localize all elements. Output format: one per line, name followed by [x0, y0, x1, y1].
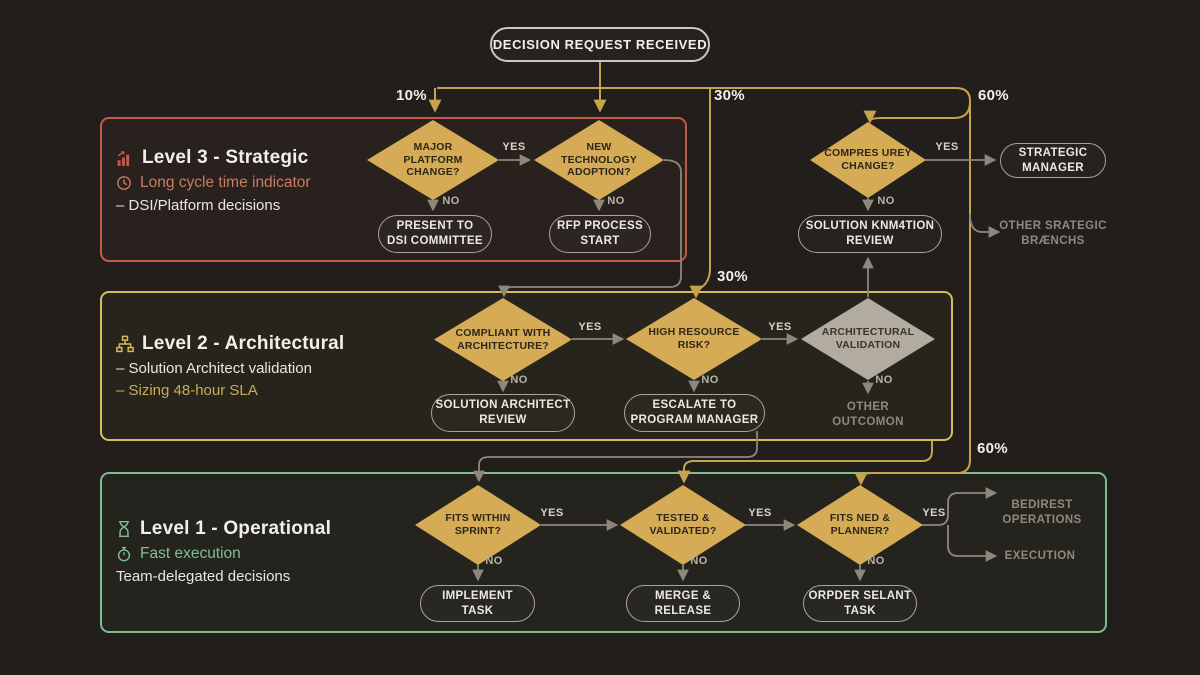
strategic-manager-node: STRATEGIC MANAGER: [1000, 143, 1106, 178]
level2-detail: – Sizing 48-hour SLA: [116, 382, 258, 399]
other-outcomon-text: OTHER OUTCOMON: [832, 401, 904, 428]
other-strategic-branches-text: OTHER SRATEGIC BRÆNCHS: [999, 220, 1107, 247]
start-node: DECISION REQUEST RECEIVED: [490, 27, 710, 62]
no-label-major-platform: NO: [442, 195, 460, 207]
yes-label-tested-to-planner: YES: [748, 507, 772, 519]
no-label-arch-validation: NO: [875, 374, 893, 386]
yes-label-major-to-newtech: YES: [502, 141, 526, 153]
stopwatch-icon: [116, 546, 132, 562]
sitemap-icon: [116, 335, 134, 353]
yes-label-sprint-to-tested: YES: [540, 507, 564, 519]
yes-label-risk-to-validation: YES: [768, 321, 792, 333]
bedirest-operations-text: BEDIREST OPERATIONS: [1002, 499, 1082, 526]
level3-title: Level 3 - Strategic: [142, 147, 309, 168]
level3-detail: – DSI/Platform decisions: [116, 197, 281, 214]
no-label-high-resource: NO: [701, 374, 719, 386]
no-label-compres-urey: NO: [877, 195, 895, 207]
escalate-to-program-manager-node: ESCALATE TO PROGRAM MANAGER: [624, 394, 765, 432]
present-to-dsi-committee-node: PRESENT TO DSI COMMITTEE: [378, 215, 492, 253]
bar-chart-icon: [116, 149, 134, 167]
solution-review-node: SOLUTION KNM4TION REVIEW: [798, 215, 942, 253]
yes-label-compliant-to-risk: YES: [578, 321, 602, 333]
decision-compres-urey-change: COMPRES UREY CHANGE?: [810, 122, 926, 198]
percent-30-top-label: 30%: [714, 87, 745, 104]
level1-detail: Team-delegated decisions: [116, 568, 291, 585]
no-label-compliant: NO: [510, 374, 528, 386]
percent-10-label: 10%: [396, 87, 427, 104]
yes-label-compres-to-manager: YES: [935, 141, 959, 153]
rfp-process-start-node: RFP PROCESS START: [549, 215, 651, 253]
level3-subtitle: Long cycle time indicator: [140, 174, 311, 191]
no-label-fits-sprint: NO: [485, 555, 503, 567]
percent-30-mid-label: 30%: [717, 268, 748, 285]
yes-label-planner-to-outputs: YES: [922, 507, 946, 519]
implement-task-node: IMPLEMENT TASK: [420, 585, 535, 622]
orpder-selant-task-node: ORPDER SELANT TASK: [803, 585, 917, 622]
level2-subtitle: – Solution Architect validation: [116, 360, 312, 377]
level2-title: Level 2 - Architectural: [142, 333, 345, 354]
percent-60-mid-label: 60%: [977, 440, 1008, 457]
no-label-new-technology: NO: [607, 195, 625, 207]
no-label-tested: NO: [690, 555, 708, 567]
no-label-fits-ned: NO: [867, 555, 885, 567]
level1-subtitle: Fast execution: [140, 545, 241, 562]
level1-panel: Level 1 - Operational Fast execution Tea…: [100, 472, 1107, 633]
execution-text: EXECUTION: [1004, 550, 1076, 562]
solution-architect-review-node: SOLUTION ARCHITECT REVIEW: [431, 394, 575, 432]
hourglass-icon: [116, 520, 132, 538]
level1-title: Level 1 - Operational: [140, 518, 332, 539]
percent-60-top-label: 60%: [978, 87, 1009, 104]
clock-icon: [116, 175, 132, 191]
merge-release-node: MERGE & RELEASE: [626, 585, 740, 622]
